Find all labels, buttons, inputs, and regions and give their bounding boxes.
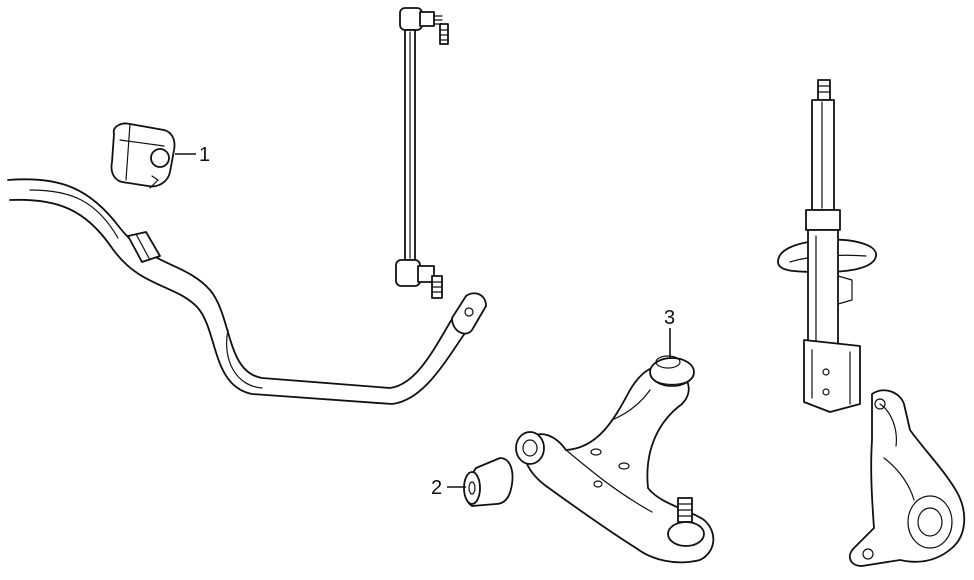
stabilizer-bar (7, 178, 487, 405)
lower-arm-rear-bushing (649, 355, 695, 387)
steering-knuckle (848, 389, 966, 567)
callout-3: 3 (664, 307, 675, 358)
callout-label-1: 1 (199, 144, 210, 166)
callout-label-2: 2 (431, 477, 442, 499)
stabilizer-link (395, 7, 449, 299)
callout-2: 2 (431, 477, 466, 499)
callout-label-3: 3 (664, 307, 675, 329)
callout-1: 1 (175, 144, 210, 166)
lower-arm-bushing (463, 457, 514, 507)
strut-assembly (777, 79, 877, 413)
lower-control-arm (515, 355, 715, 564)
stabilizer-bar-bushing (110, 122, 176, 189)
